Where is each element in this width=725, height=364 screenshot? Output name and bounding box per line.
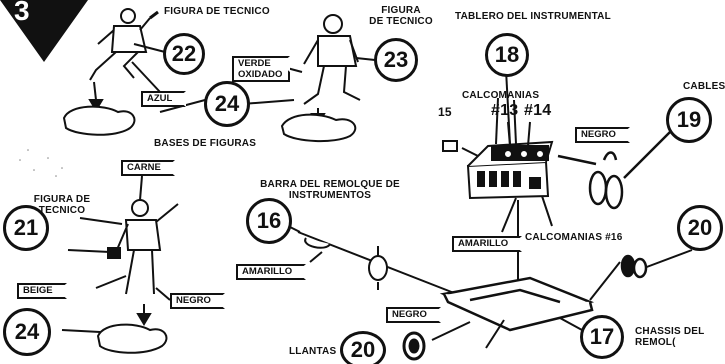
- label-barra: BARRA DEL REMOLQUE DE INSTRUMENTOS: [260, 179, 400, 201]
- trailer-bar: [297, 231, 473, 301]
- color-flag-beige: BEIGE: [17, 283, 67, 299]
- label-decal-15: 15: [438, 105, 452, 119]
- cables: [557, 129, 673, 210]
- color-flag-azul: AZUL: [141, 91, 187, 107]
- label-bases: BASES DE FIGURAS: [154, 138, 257, 149]
- color-flag-negro-wheel: NEGRO: [386, 307, 441, 323]
- color-flag-carne: CARNE: [121, 160, 175, 176]
- trailer-chassis: [439, 276, 595, 332]
- color-flag-amarillo-bar: AMARILLO: [236, 264, 307, 280]
- figure-base-left: [62, 105, 136, 136]
- figure-base-right: [280, 113, 357, 143]
- step-number: 3: [14, 0, 30, 26]
- callout-20-right: 20: [677, 205, 723, 251]
- technician-figure-right: [303, 14, 361, 105]
- wheel-bottom: [402, 331, 426, 361]
- label-calcomanias: CALCOMANIAS: [462, 90, 540, 101]
- callout-24-top: 24: [204, 81, 250, 127]
- technician-figure-bottom: [107, 199, 179, 295]
- label-llantas: LLANTAS: [289, 346, 337, 357]
- label-decal-14: #14: [524, 102, 552, 119]
- callout-24-bottom: 24: [3, 308, 51, 356]
- label-figura-tecnico-left: FIGURA DE TECNICO: [33, 194, 91, 216]
- label-figura-tecnico-top: FIGURA DE TECNICO: [164, 6, 270, 17]
- callout-17: 17: [580, 315, 624, 359]
- color-flag-amarillo-panel: AMARILLO: [452, 236, 523, 252]
- color-flag-negro-left: NEGRO: [170, 293, 225, 309]
- wheel-right: [620, 254, 648, 279]
- instrument-panel: [466, 140, 554, 200]
- decal-15: [442, 140, 458, 152]
- technician-figure-left: [89, 8, 159, 81]
- callout-19: 19: [666, 97, 712, 143]
- label-chassis: CHASSIS DEL REMOL(: [635, 326, 705, 348]
- color-flag-negro-cables: NEGRO: [575, 127, 630, 143]
- callout-23: 23: [374, 38, 418, 82]
- callout-22: 22: [163, 33, 205, 75]
- label-tablero: TABLERO DEL INSTRUMENTAL: [455, 11, 611, 22]
- label-cables: CABLES: [683, 81, 725, 92]
- label-figura-tecnico-mid: FIGURA DE TECNICO: [369, 5, 433, 27]
- callout-21: 21: [3, 205, 49, 251]
- callout-16: 16: [246, 198, 292, 244]
- label-decal-13: #13: [491, 102, 519, 119]
- callout-18: 18: [485, 33, 529, 77]
- callout-20-bottom: 20: [340, 331, 386, 364]
- step-badge-shape: [0, 0, 88, 62]
- label-calcomanias-16: CALCOMANIAS #16: [525, 232, 623, 243]
- color-flag-verde-oxidado: VERDE OXIDADO: [232, 56, 291, 82]
- figure-base-bottom: [96, 323, 168, 354]
